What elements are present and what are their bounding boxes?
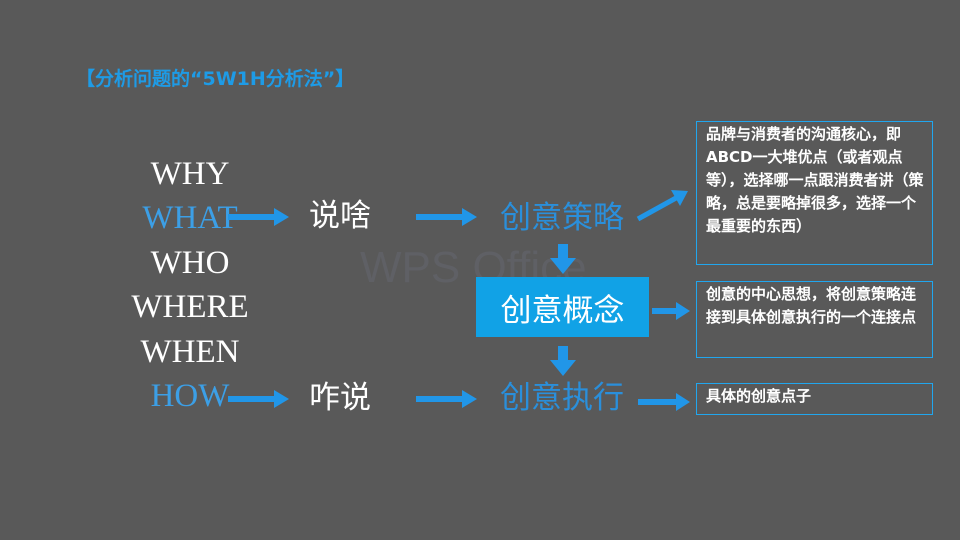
arrow-concept-to-execution <box>550 346 576 376</box>
arrow-how-to-how-say <box>228 390 289 408</box>
word-why: WHY <box>150 156 230 192</box>
word-how: HOW <box>150 378 230 414</box>
note-execution: 具体的创意点子 <box>696 383 933 415</box>
creative-concept-box: 创意概念 <box>476 277 649 337</box>
creative-execution: 创意执行 <box>500 380 624 416</box>
word-who: WHO <box>150 245 230 281</box>
word-when: WHEN <box>140 334 240 370</box>
note-strategy: 品牌与消费者的沟通核心，即ABCD一大堆优点（或者观点等），选择哪一点跟消费者讲… <box>696 121 933 265</box>
note-concept: 创意的中心思想，将创意策略连接到具体创意执行的一个连接点 <box>696 281 933 358</box>
word-where: WHERE <box>131 289 249 325</box>
arrow-strategy-to-concept <box>550 244 576 274</box>
arrow-execution-to-note <box>638 393 690 411</box>
word-what: WHAT <box>142 200 238 236</box>
label-say-what: 说啥 <box>309 198 371 234</box>
arrow-strategy-to-note <box>636 190 688 222</box>
arrow-what-to-say <box>228 208 289 226</box>
arrow-how-say-to-execution <box>416 390 477 408</box>
label-how-to-say: 咋说 <box>309 380 371 416</box>
slide-title: 【分析问题的“5W1H分析法”】 <box>76 68 355 90</box>
arrow-say-to-strategy <box>416 208 477 226</box>
creative-strategy: 创意策略 <box>500 200 624 236</box>
arrow-concept-to-note <box>652 302 690 320</box>
